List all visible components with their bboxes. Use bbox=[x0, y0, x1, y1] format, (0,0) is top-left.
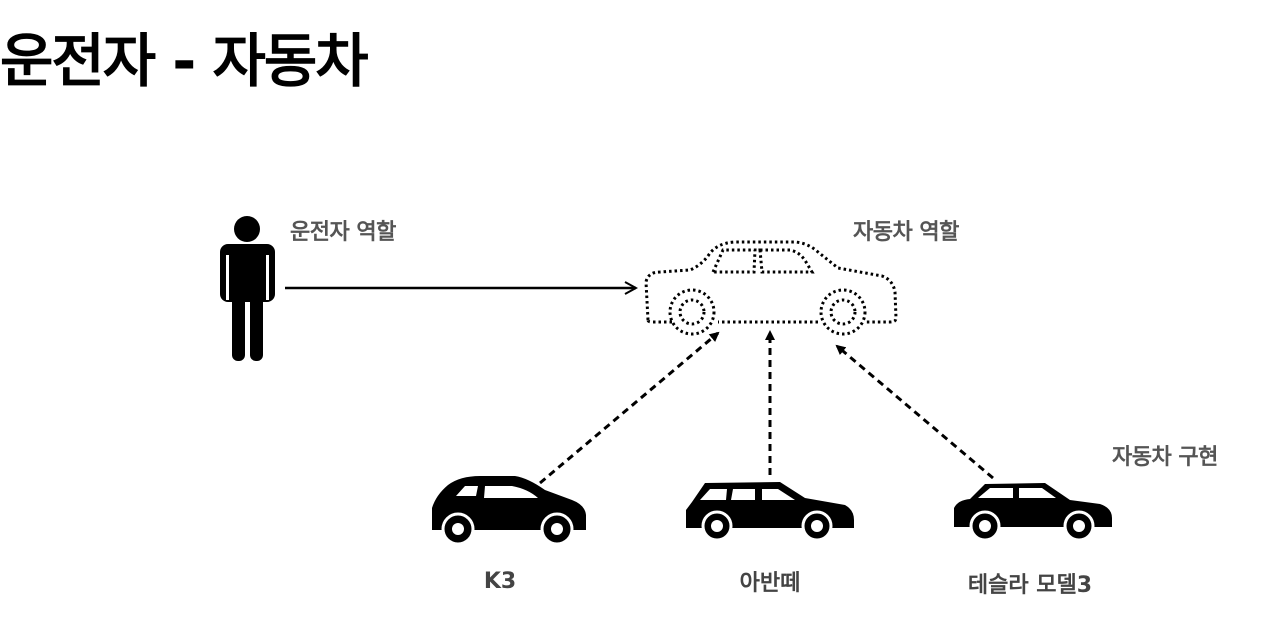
implements-arrow-tesla bbox=[835, 344, 994, 480]
impl-label-k3: K3 bbox=[483, 569, 517, 594]
car-impl-label: 자동차 구현 bbox=[1112, 445, 1218, 470]
impl-label-avante: 아반떼 bbox=[739, 571, 801, 596]
car-role-icon bbox=[644, 240, 898, 336]
wagon-car-icon bbox=[686, 482, 854, 542]
driver-role-label: 운전자 역할 bbox=[290, 220, 396, 245]
hatchback-car-icon bbox=[432, 476, 586, 546]
person-icon bbox=[220, 216, 275, 361]
implements-arrow-k3 bbox=[539, 331, 720, 485]
page-title: 운전자 - 자동차 bbox=[0, 27, 369, 95]
impl-label-tesla: 테슬라 모델3 bbox=[967, 573, 1093, 598]
sedan-car-icon bbox=[954, 483, 1112, 542]
car-role-label: 자동차 역할 bbox=[853, 220, 959, 245]
